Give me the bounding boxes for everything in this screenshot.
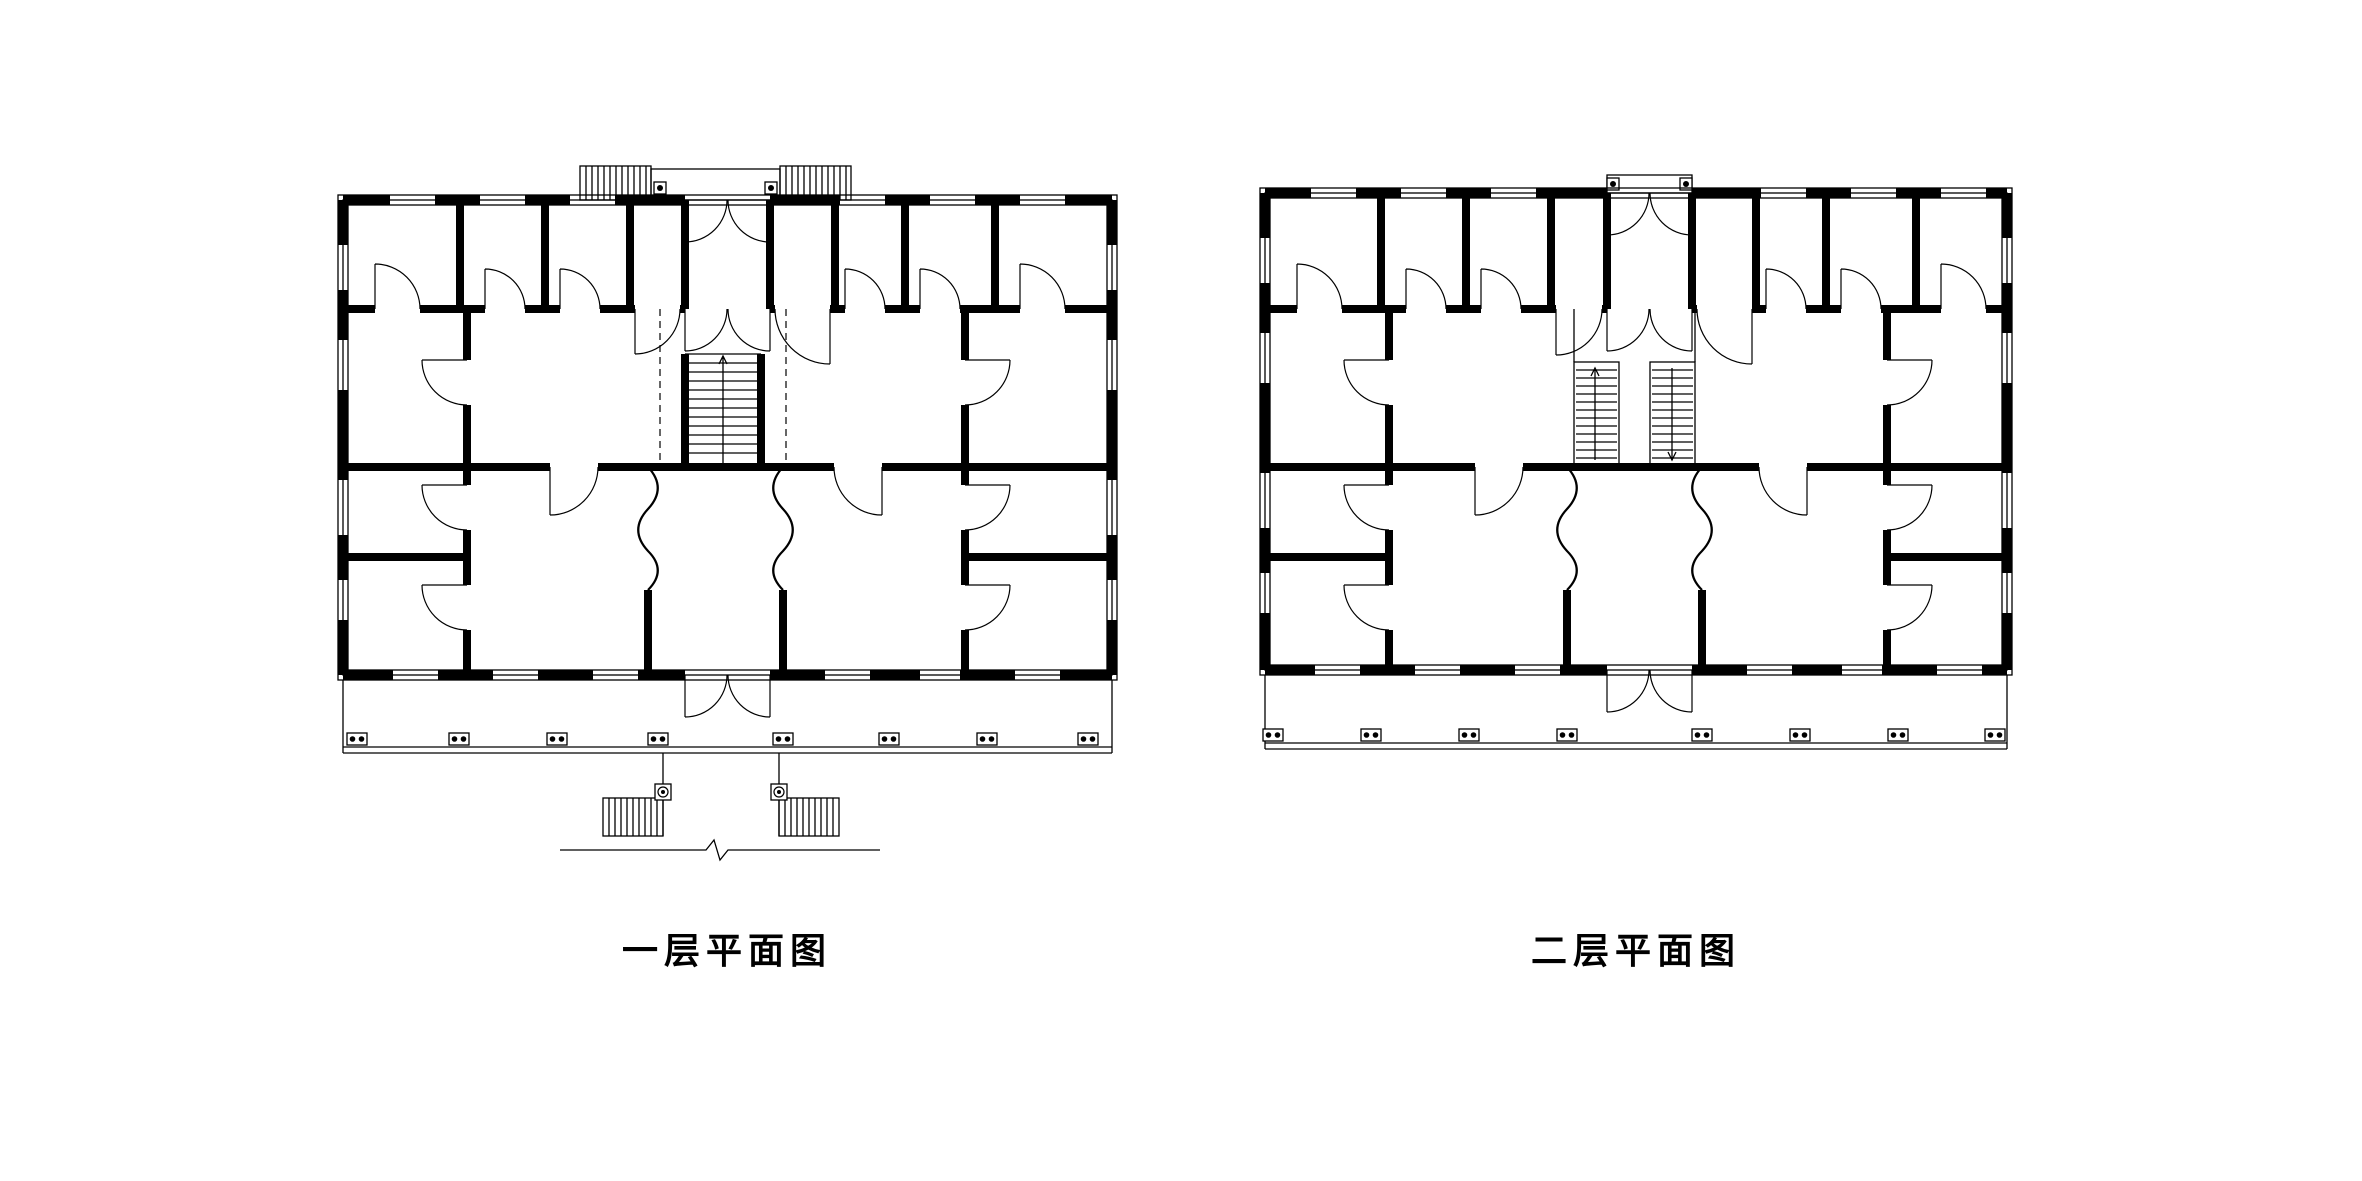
door-swings: [374, 199, 1066, 718]
exterior-walls: [1260, 188, 2012, 675]
front-veranda: [342, 680, 1113, 754]
porch-column: [654, 783, 672, 801]
ground-break-line: [560, 838, 880, 862]
second-floor-plan-drawing: [1259, 174, 2013, 750]
rear-porch-column: [653, 181, 667, 195]
interior-walls: [1265, 193, 2007, 670]
porch-column: [770, 783, 788, 801]
second-floor-caption: 二层平面图: [1530, 931, 1741, 972]
first-floor-plan-drawing: [337, 165, 1118, 862]
rear-balcony: [1606, 174, 1693, 194]
central-staircase: [659, 309, 787, 467]
entrance-niche-mouldings: [1556, 466, 1713, 591]
entrance-porch-steps: [560, 753, 880, 862]
twin-staircases: [1573, 309, 1696, 468]
interior-walls: [343, 200, 1112, 675]
perimeter-window-lines: [337, 194, 1118, 681]
rear-porch-column: [764, 181, 778, 195]
perimeter-window-lines: [1259, 187, 2013, 676]
first-floor-caption: 一层平面图: [621, 931, 832, 972]
front-balcony: [1262, 675, 2008, 750]
entrance-niche-mouldings: [637, 466, 794, 591]
door-swings: [1296, 192, 1987, 713]
